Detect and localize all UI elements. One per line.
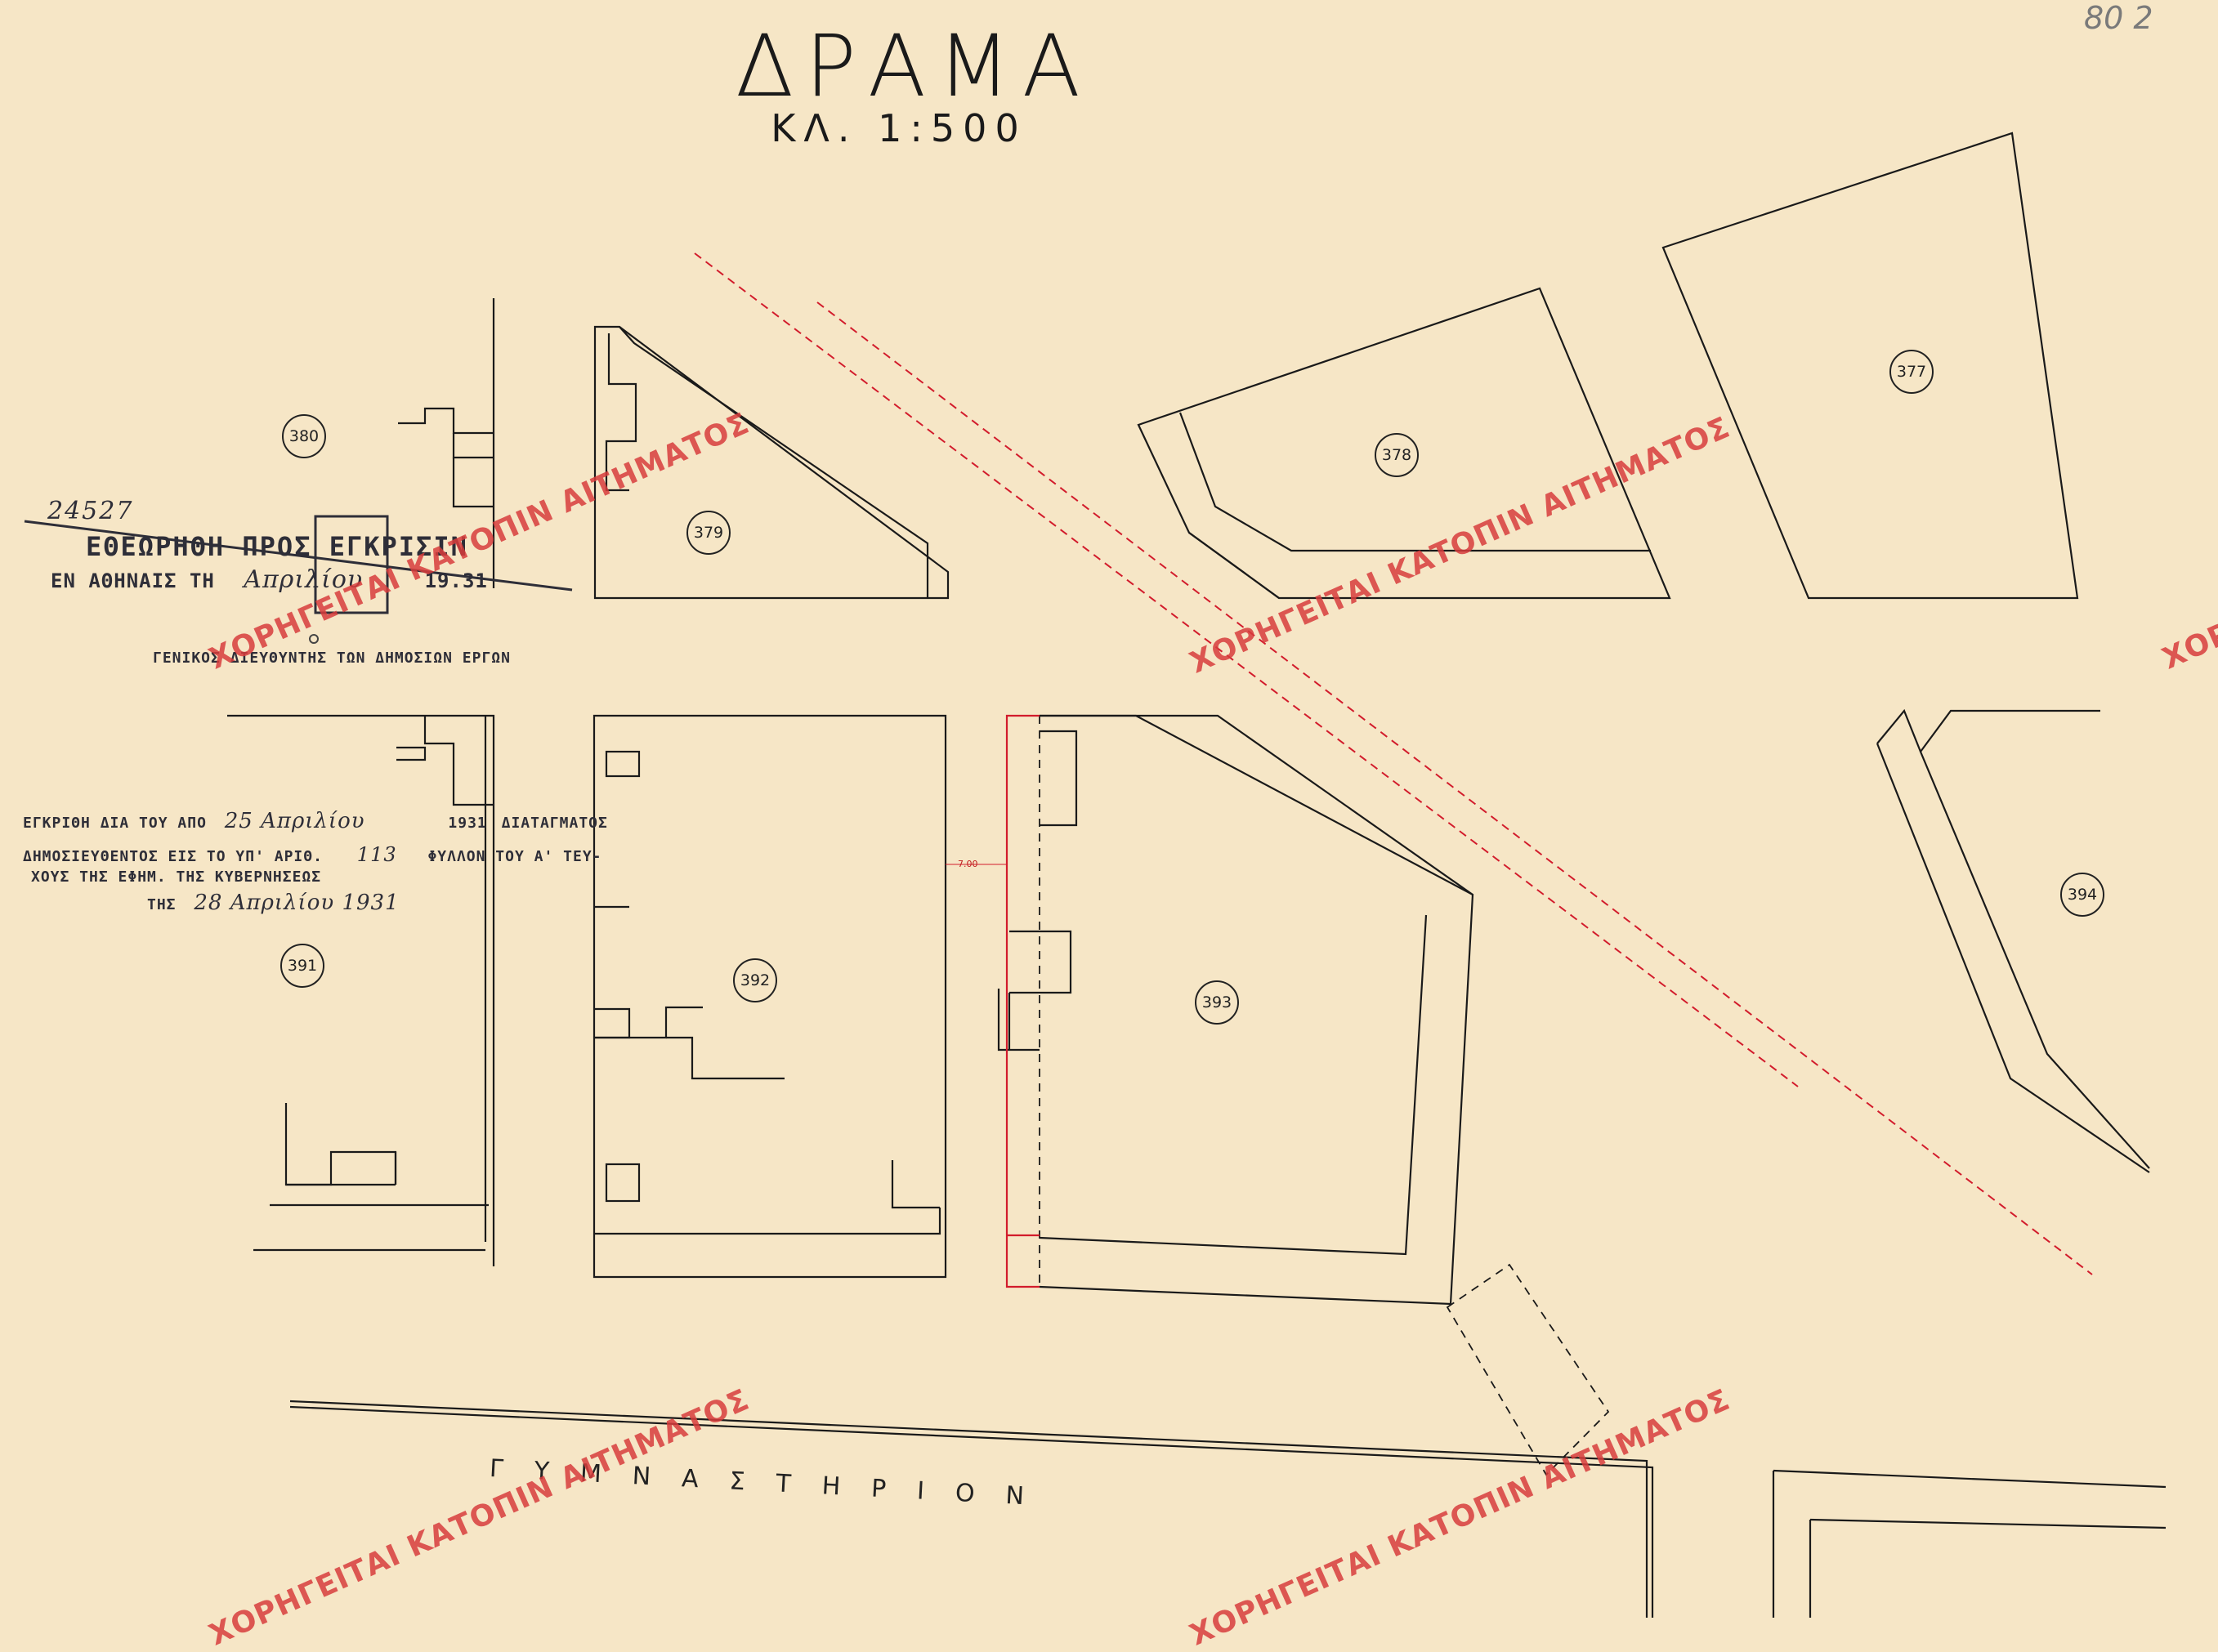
dimension-label: 7.00 xyxy=(958,859,978,869)
lot-label-394: 394 xyxy=(2060,873,2104,917)
stamp-top-line2-year: 19.31 xyxy=(424,569,488,592)
stamp-bottom-line2-suffix: ΦΥΛΛΟΝ ΤΟΥ Α' ΤΕΥ- xyxy=(427,848,602,865)
block-391 xyxy=(227,714,495,1266)
dashed-footprint xyxy=(1446,1263,1610,1476)
stamp-bottom-line1-prefix: ΕΓΚΡΙΘΗ ΔΙΑ ΤΟΥ ΑΠΟ xyxy=(23,815,207,832)
red-alignment-line-1 xyxy=(694,252,1799,1087)
cadastral-map-sheet: ΔΡΑΜΑ ΚΛ. 1:500 80 2 7.00 380 379 378 37… xyxy=(23,0,2218,1652)
stamp-bottom-line4-date: 28 Απριλίου 1931 xyxy=(194,891,400,915)
stamp-bottom-line1-year: 1931 xyxy=(448,815,487,832)
stamp-bottom-line2-number: 113 xyxy=(356,843,397,866)
stamp-bottom-line1: ΕΓΚΡΙΘΗ ΔΙΑ ΤΟΥ ΑΠΟ 25 Απριλίου 1931 ΔΙΑ… xyxy=(23,809,608,833)
stamp-bottom-line4-prefix: ΤΗΣ xyxy=(147,896,177,913)
stamp-top-number-line: 24527 xyxy=(47,494,133,525)
lot-label-392: 392 xyxy=(733,958,777,1002)
block-377 xyxy=(1661,132,2079,600)
map-drawing xyxy=(24,132,2167,1618)
stamp-top-line1: ΕΘΕΩΡΗΘΗ ΠΡΟΣ ΕΓΚΡΙΣΙΝ xyxy=(86,531,468,562)
stamp-bottom-line1-day: 25 Απριλίου xyxy=(224,809,365,833)
stamp-top-line2-date: Απριλίου xyxy=(244,565,364,594)
block-378 xyxy=(1137,287,1671,600)
map-title: ΔΡΑΜΑ xyxy=(736,16,1092,116)
block-379 xyxy=(593,325,950,600)
lot-label-380: 380 xyxy=(282,414,326,458)
stamp-bottom-line1-suffix: ΔΙΑΤΑΓΜΑΤΟΣ xyxy=(501,815,608,832)
street-line-upper xyxy=(289,1400,1648,1618)
lot-label-377: 377 xyxy=(1889,350,1934,394)
block-380-buildings xyxy=(398,407,494,435)
lot-label-378: 378 xyxy=(1375,433,1419,477)
block-392 xyxy=(593,714,947,1279)
lot-label-391: 391 xyxy=(280,944,324,988)
lot-label-393: 393 xyxy=(1195,980,1239,1025)
stamp-bottom-line2-prefix: ΔΗΜΟΣΙΕΥΘΕΝΤΟΣ ΕΙΣ ΤΟ ΥΠ' ΑΡΙΘ. xyxy=(23,848,323,865)
stamp-top-number: 24527 xyxy=(47,497,134,525)
sheet-number: 80 2 xyxy=(2084,0,2153,36)
stamp-bottom-line3: ΧΟΥΣ ΤΗΣ ΕΦΗΜ. ΤΗΣ ΚΥΒΕΡΝΗΣΕΩΣ xyxy=(31,868,322,886)
map-scale: ΚΛ. 1:500 xyxy=(771,106,1027,150)
stamp-top-line2-prefix: ΕΝ ΑΘΗΝΑΙΣ ΤΗ xyxy=(51,569,215,592)
stamp-top-line2: ΕΝ ΑΘΗΝΑΙΣ ΤΗ Απριλίου 19.31 xyxy=(51,565,488,594)
lot-label-379: 379 xyxy=(686,511,731,555)
red-street-widening xyxy=(1005,714,1040,1288)
red-alignment-line-2 xyxy=(816,301,2093,1275)
stamp-top-line3: ΓΕΝΙΚΟΣ ΔΙΕΥΘΥΝΤΗΣ ΤΩΝ ΔΗΜΟΣΙΩΝ ΕΡΓΩΝ xyxy=(153,650,511,667)
stamp-bottom-line4: ΤΗΣ 28 Απριλίου 1931 xyxy=(147,891,400,915)
stamp-bottom-line2: ΔΗΜΟΣΙΕΥΘΕΝΤΟΣ ΕΙΣ ΤΟ ΥΠ' ΑΡΙΘ. 113 ΦΥΛΛ… xyxy=(23,843,602,866)
